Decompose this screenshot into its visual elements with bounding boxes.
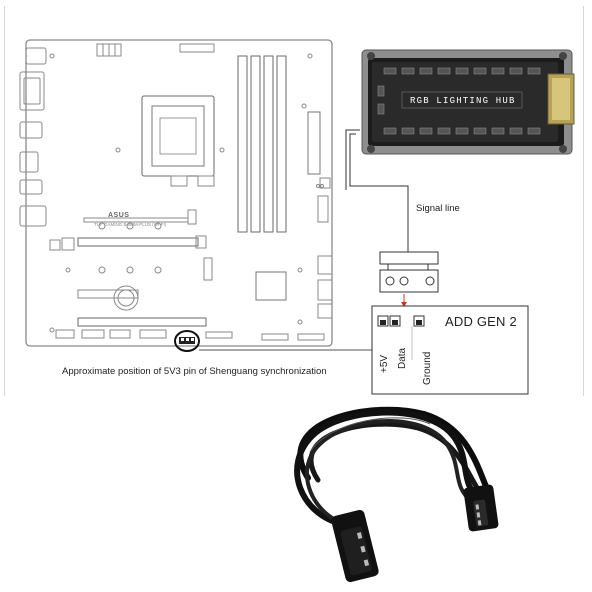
pin-label-data: Data [397,347,408,369]
pin-label-ground: Ground [422,351,433,385]
add-gen2-header-box [371,305,529,395]
header-label: ADD GEN 2 [445,314,517,329]
rgb-hub [361,49,575,155]
pin-label-5v: +5V [379,354,390,373]
hub-title: RGB LIGHTING HUB [410,96,516,106]
connect-arrow-icon [401,294,407,307]
board-model-label: TUF GAMING B460M-PLUS (WI-FI) [94,222,167,227]
board-brand-logo: ASUS [108,212,130,219]
diagram-caption: Approximate position of 5V3 pin of Sheng… [62,366,327,377]
argb-cable-photo [294,406,499,583]
signal-wire [345,129,409,252]
argb-header-highlight [174,330,200,352]
motherboard [19,39,333,347]
signal-connector [379,251,439,293]
signal-line-label: Signal line [416,203,460,214]
diagram-frame [4,6,584,396]
